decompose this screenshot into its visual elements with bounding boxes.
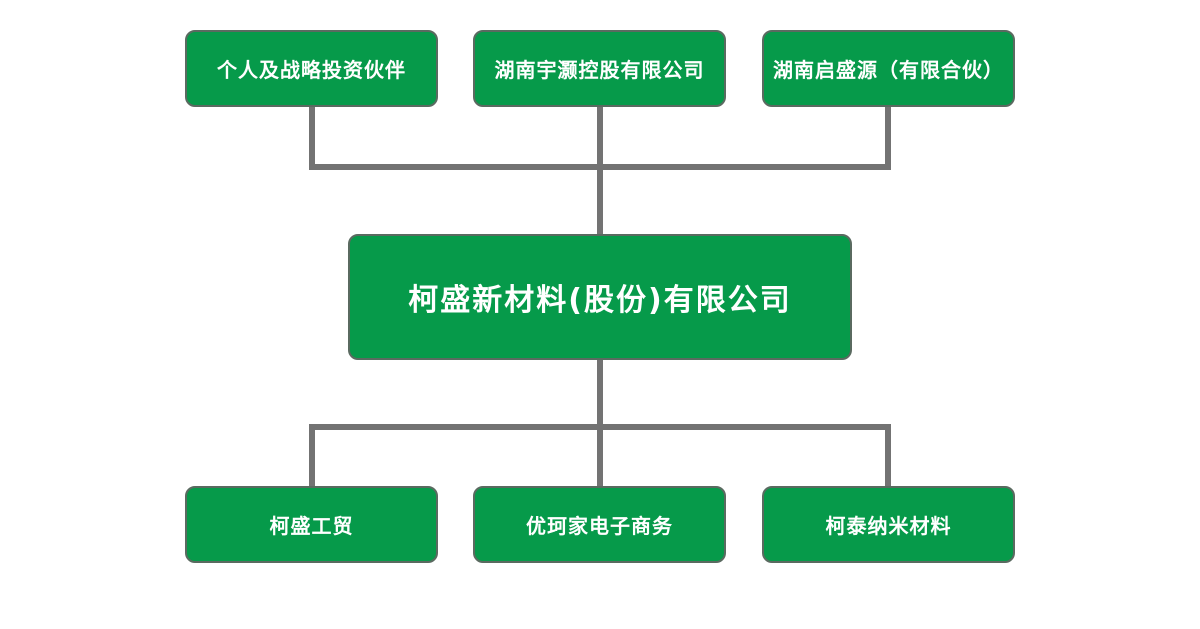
- subsidiary-node-youkejia-ecommerce: 优珂家电子商务: [473, 486, 726, 563]
- node-label: 柯盛工贸: [269, 514, 354, 538]
- node-label: 个人及战略投资伙伴: [217, 58, 406, 82]
- node-label: 湖南宇灏控股有限公司: [494, 58, 705, 82]
- company-node-kesheng: 柯盛新材料(股份)有限公司: [348, 234, 852, 360]
- node-label: 柯泰纳米材料: [825, 514, 952, 538]
- shareholder-node-yuhao-holdings: 湖南宇灏控股有限公司: [473, 30, 726, 107]
- company-label: 柯盛新材料(股份)有限公司: [408, 283, 792, 318]
- shareholder-node-individual-partners: 个人及战略投资伙伴: [185, 30, 438, 107]
- subsidiary-node-kesheng-trade: 柯盛工贸: [185, 486, 438, 563]
- node-label: 优珂家电子商务: [526, 514, 673, 538]
- shareholder-node-qishengyuan: 湖南启盛源（有限合伙）: [762, 30, 1015, 107]
- subsidiary-node-ketai-nano: 柯泰纳米材料: [762, 486, 1015, 563]
- node-label: 湖南启盛源（有限合伙）: [773, 58, 1004, 82]
